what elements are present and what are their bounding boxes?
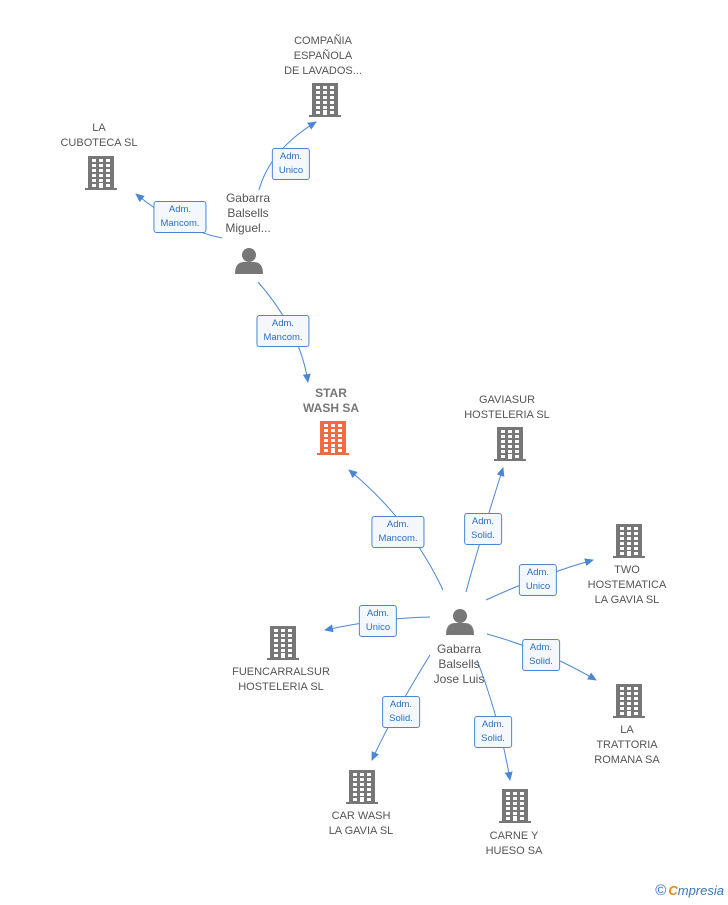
company-name-label[interactable]: CARNE Y HUESO SA bbox=[485, 830, 543, 857]
copyright-icon: © bbox=[655, 882, 667, 899]
empresia-brand: ©Cmpresia bbox=[655, 882, 724, 899]
edge-role-label[interactable]: Adm. Unico bbox=[271, 148, 311, 180]
edge-role-label[interactable]: Adm. Solid. bbox=[464, 513, 502, 545]
company-name-label[interactable]: LA TRATTORIA ROMANA SA bbox=[594, 724, 660, 766]
building-icon[interactable] bbox=[494, 427, 526, 461]
edge-role-label[interactable]: Adm. Solid. bbox=[382, 696, 420, 728]
edge-role-label[interactable]: Adm. Unico bbox=[358, 605, 398, 637]
edge-role-label[interactable]: Adm. Mancom. bbox=[256, 315, 310, 347]
building-icon[interactable] bbox=[85, 156, 117, 190]
company-name-label[interactable]: COMPAÑIA ESPAÑOLA DE LAVADOS... bbox=[284, 35, 362, 77]
company-name-label[interactable]: LA CUBOTECA SL bbox=[60, 122, 138, 149]
building-icon[interactable] bbox=[317, 421, 349, 455]
company-name-label[interactable]: FUENCARRALSUR HOSTELERIA SL bbox=[232, 666, 330, 693]
person-name-label[interactable]: Gabarra Balsells Jose Luis bbox=[433, 642, 485, 686]
building-icon[interactable] bbox=[309, 83, 341, 117]
building-icon[interactable] bbox=[613, 524, 645, 558]
person-name-label[interactable]: Gabarra Balsells Miguel... bbox=[225, 191, 271, 235]
building-icon[interactable] bbox=[613, 684, 645, 718]
edge-role-label[interactable]: Adm. Unico bbox=[518, 564, 558, 596]
edge-role-label[interactable]: Adm. Solid. bbox=[522, 639, 560, 671]
building-icon[interactable] bbox=[267, 626, 299, 660]
company-name-label[interactable]: GAVIASUR HOSTELERIA SL bbox=[464, 394, 550, 421]
edge-role-label[interactable]: Adm. Mancom. bbox=[371, 516, 425, 548]
company-name-label[interactable]: TWO HOSTEMATICA LA GAVIA SL bbox=[587, 564, 667, 606]
person-icon[interactable] bbox=[446, 609, 474, 635]
person-icon[interactable] bbox=[235, 248, 263, 274]
brand-logo-e: C bbox=[668, 883, 678, 898]
edge-role-label[interactable]: Adm. Mancom. bbox=[153, 201, 207, 233]
edge-role-label[interactable]: Adm. Solid. bbox=[474, 716, 512, 748]
company-name-label[interactable]: STAR WASH SA bbox=[302, 386, 360, 415]
company-name-label[interactable]: CAR WASH LA GAVIA SL bbox=[328, 810, 394, 837]
building-icon[interactable] bbox=[499, 789, 531, 823]
building-icon[interactable] bbox=[346, 770, 378, 804]
brand-name: mpresia bbox=[677, 883, 724, 898]
